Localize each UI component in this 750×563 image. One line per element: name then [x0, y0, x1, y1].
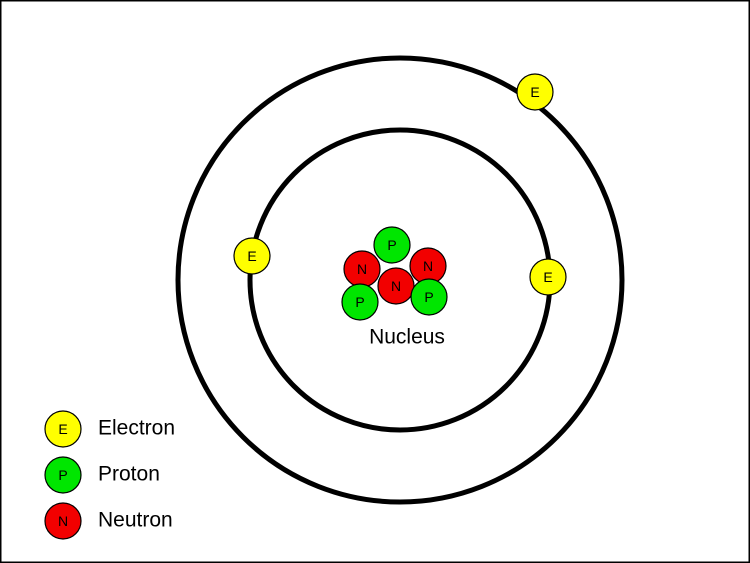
neutron-icon [377, 267, 415, 305]
proton-letter: P [387, 237, 396, 253]
legend-label-proton: Proton [98, 463, 160, 486]
nucleus-neutron-right: N [409, 247, 447, 285]
neutron-letter: N [423, 258, 433, 274]
legend-item-neutron: N Neutron [44, 502, 173, 540]
outer-orbit [175, 55, 625, 505]
legend-item-proton: P Proton [44, 456, 160, 494]
electron-inner-left: E [233, 237, 271, 275]
electron-outer-top-right: E [516, 73, 554, 111]
legend: E Electron P Proton N Neutron [44, 410, 175, 540]
electron-letter: E [58, 421, 67, 437]
nucleus-label: Nucleus [369, 326, 445, 349]
proton-icon [341, 283, 379, 321]
proton-letter: P [58, 467, 67, 483]
electron-icon [233, 237, 271, 275]
legend-label-neutron: Neutron [98, 509, 173, 532]
electron-inner-right: E [529, 258, 567, 296]
proton-letter: P [424, 289, 433, 305]
nucleus: P N N N P P [341, 226, 448, 321]
nucleus-proton-bottom-left: P [341, 283, 379, 321]
nucleus-neutron-left: N [343, 250, 381, 288]
proton-letter: P [355, 294, 364, 310]
electron-letter: E [530, 84, 539, 100]
neutron-letter: N [58, 513, 68, 529]
neutron-letter: N [391, 278, 401, 294]
electron-letter: E [247, 248, 256, 264]
electron-letter: E [543, 269, 552, 285]
nucleus-neutron-center: N [377, 267, 415, 305]
nucleus-proton-bottom-right: P [410, 278, 448, 316]
electron-icon [44, 410, 82, 448]
electron-icon [529, 258, 567, 296]
nucleus-proton-top: P [373, 226, 411, 264]
proton-icon [44, 456, 82, 494]
legend-item-electron: E Electron [44, 410, 175, 448]
electron-icon [516, 73, 554, 111]
legend-label-electron: Electron [98, 417, 175, 440]
neutron-icon [44, 502, 82, 540]
proton-icon [410, 278, 448, 316]
neutron-letter: N [357, 261, 367, 277]
proton-icon [373, 226, 411, 264]
